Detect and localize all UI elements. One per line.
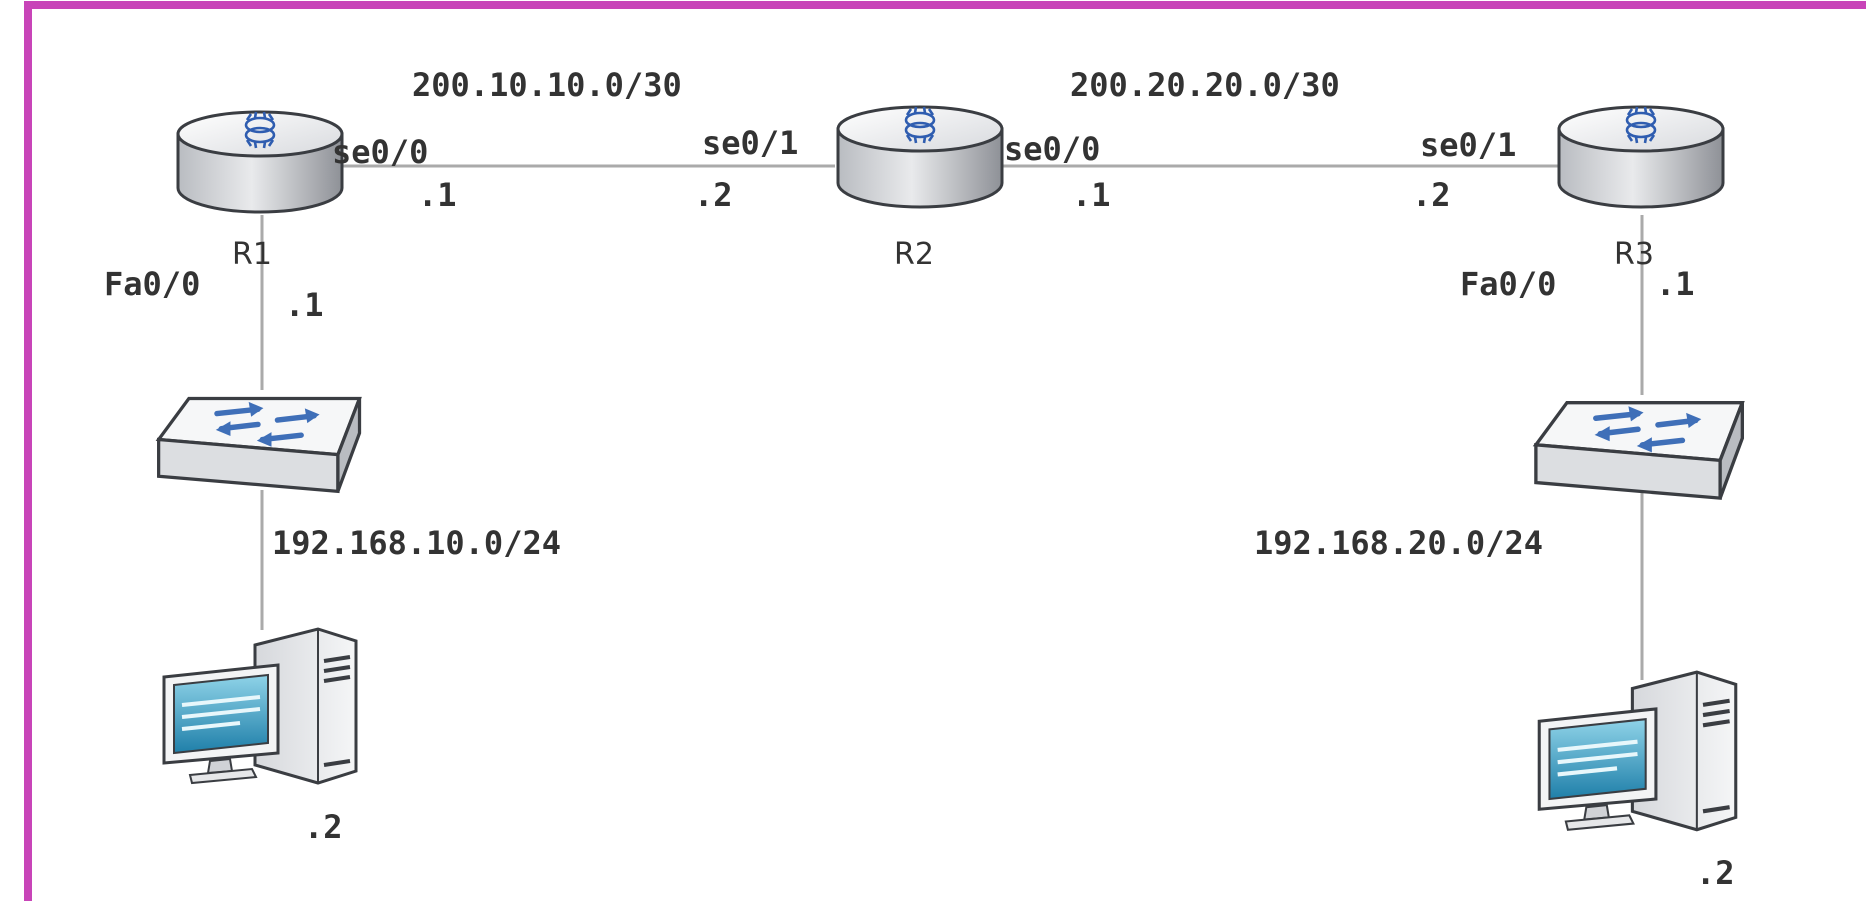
r3-lan-if-label: Fa0/0 <box>1460 265 1556 303</box>
router-r1-name: R1 <box>232 237 272 272</box>
router-icon-r2[interactable] <box>836 105 1004 209</box>
r1-lan-ip-label: .1 <box>285 286 324 324</box>
r2-serial-right-if-label: se0/0 <box>1004 130 1100 168</box>
r1-lan-if-label: Fa0/0 <box>104 265 200 303</box>
r2-serial-right-ip-label: .1 <box>1072 176 1111 214</box>
pc1-ip-label: .2 <box>304 808 343 846</box>
router-r2-name: R2 <box>894 237 934 272</box>
r2-serial-left-ip-label: .2 <box>694 176 733 214</box>
r2-serial-left-if-label: se0/1 <box>702 124 798 162</box>
router-icon-r3[interactable] <box>1557 105 1725 209</box>
switch-icon-sw1[interactable] <box>159 398 360 491</box>
router-icon-r1[interactable] <box>176 110 344 214</box>
workstation-icon-pc1[interactable] <box>162 627 358 785</box>
r3-serial-ip-label: .2 <box>1412 176 1451 214</box>
wan2-subnet-label: 200.20.20.0/30 <box>1070 66 1340 104</box>
links <box>260 164 1644 680</box>
wan1-subnet-label: 200.10.10.0/30 <box>412 66 682 104</box>
lan2-subnet-label: 192.168.20.0/24 <box>1254 524 1543 562</box>
lan1-subnet-label: 192.168.10.0/24 <box>272 524 561 562</box>
workstation-icon-pc2[interactable] <box>1539 672 1736 830</box>
r1-serial-ip-label: .1 <box>418 176 457 214</box>
r3-serial-if-label: se0/1 <box>1420 126 1516 164</box>
pc2-ip-label: .2 <box>1696 854 1735 892</box>
switch-icon-sw2[interactable] <box>1536 403 1742 498</box>
router-r3-name: R3 <box>1614 237 1654 272</box>
r3-lan-ip-label: .1 <box>1656 265 1695 303</box>
diagram-frame <box>24 1 1866 901</box>
r1-serial-if-label: se0/0 <box>332 133 428 171</box>
